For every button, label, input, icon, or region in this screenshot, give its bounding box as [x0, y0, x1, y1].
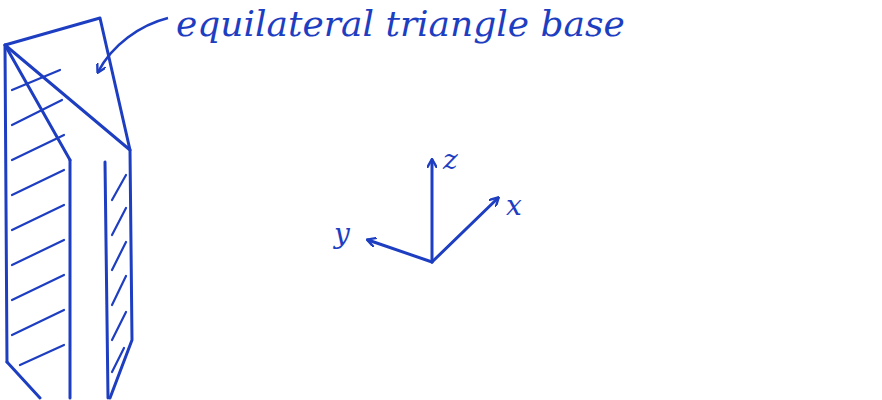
prism-edge — [69, 160, 72, 398]
prism-top — [5, 18, 130, 150]
axis-label: z — [443, 146, 458, 174]
axes — [368, 160, 498, 262]
annotation-label: equilateral triangle base — [176, 6, 625, 42]
axis-label: x — [506, 192, 522, 220]
prism-edge — [5, 45, 7, 362]
axis-label: y — [334, 220, 350, 248]
prism-edge — [7, 362, 40, 398]
prism-edge — [110, 150, 132, 398]
prism-edge — [105, 162, 108, 398]
hatching — [12, 70, 126, 372]
prism-edge — [5, 45, 70, 160]
leader-line — [98, 18, 168, 72]
